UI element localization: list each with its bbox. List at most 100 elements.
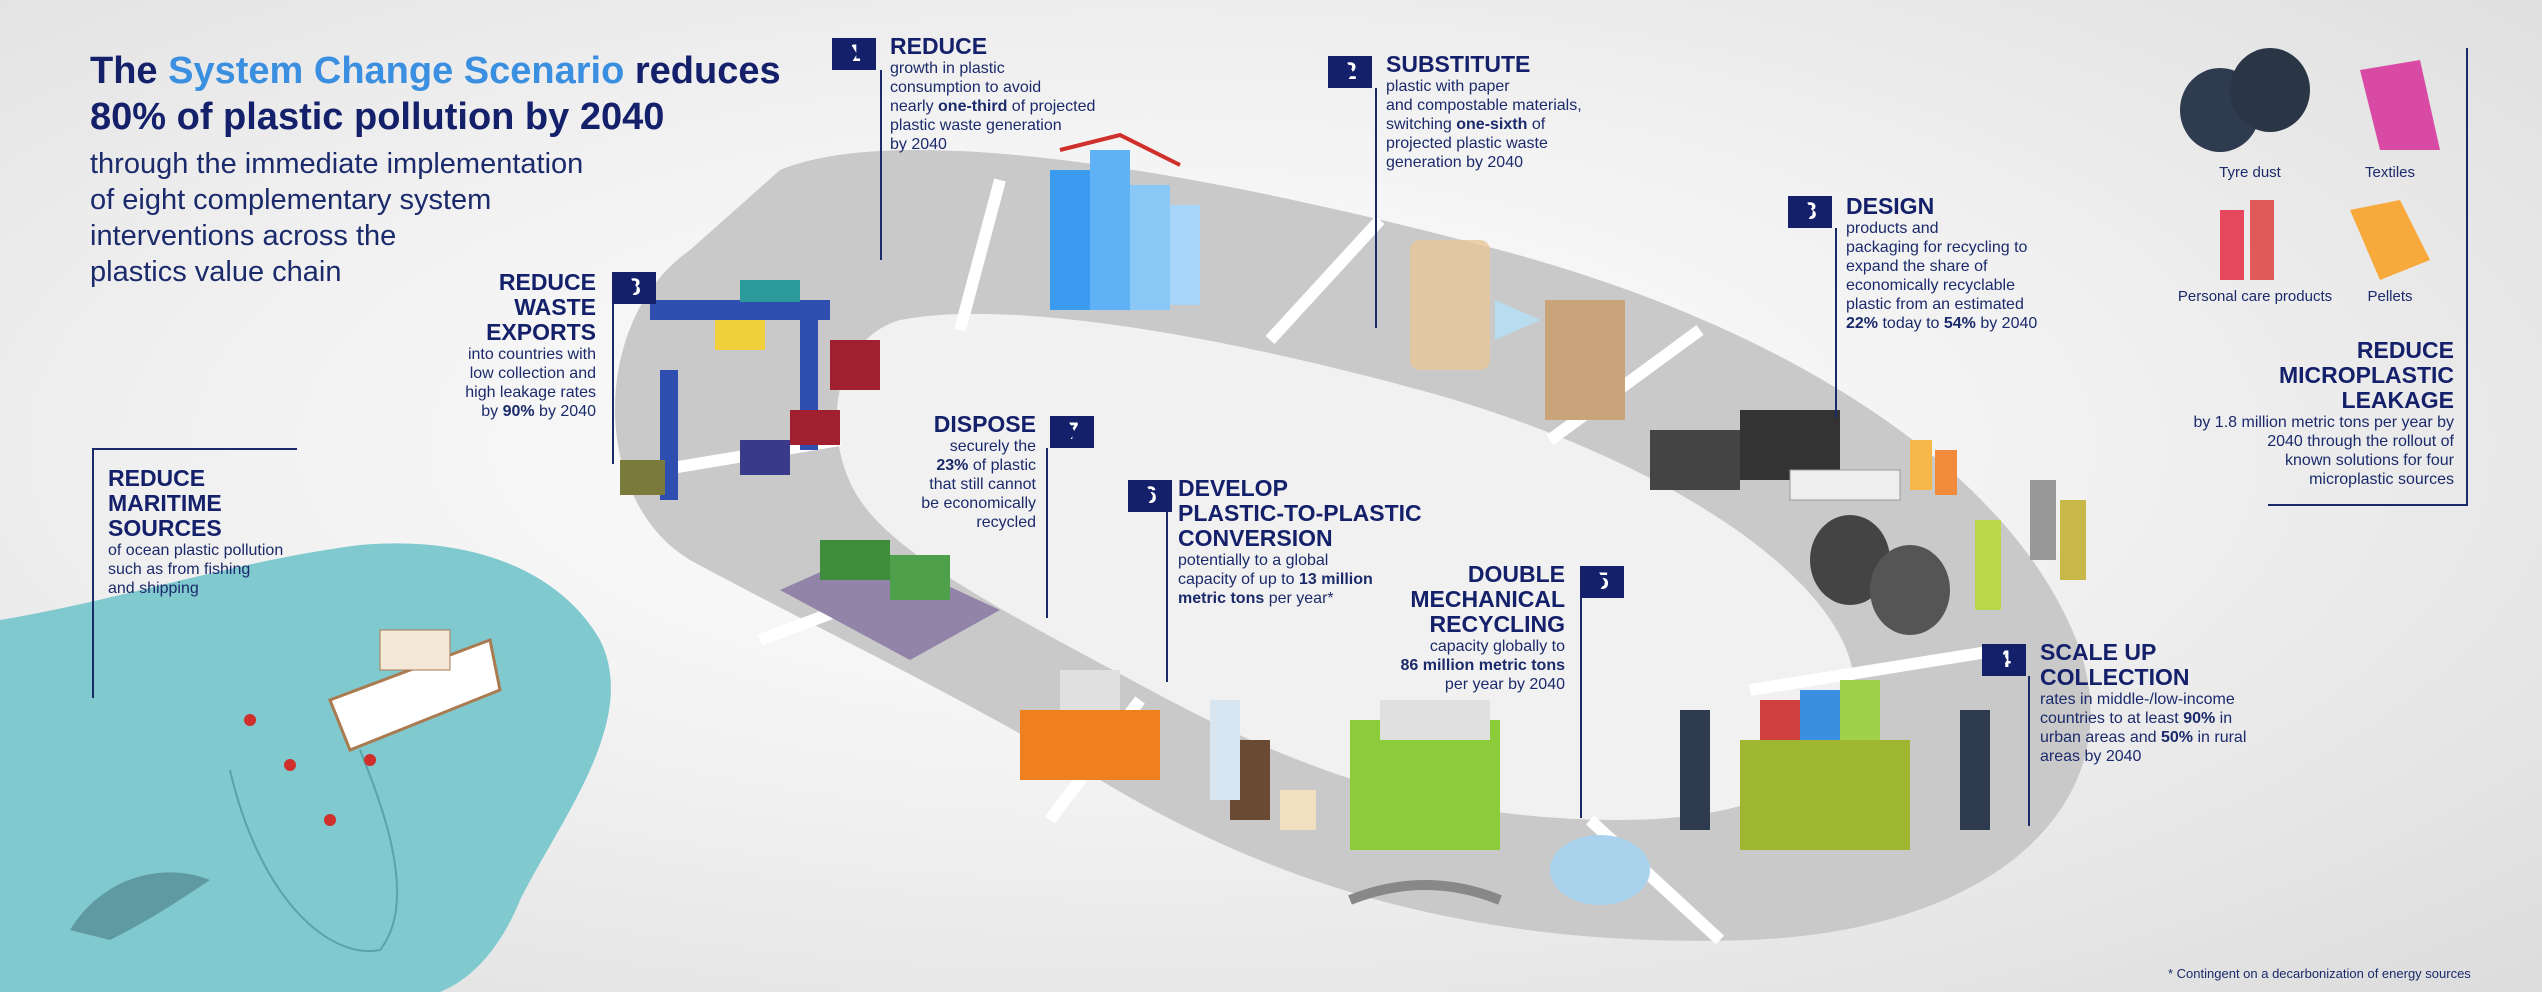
intervention-4-text: rates in middle-/low-income countries to… xyxy=(2040,690,2290,766)
intervention-recycling: DOUBLE MECHANICAL RECYCLING capacity glo… xyxy=(1330,562,1565,694)
mar-title1: REDUCE xyxy=(108,465,206,491)
t4-2: 90% xyxy=(2183,710,2216,727)
t1-4: of projected xyxy=(1007,98,1096,115)
intervention-1-text: growth in plastic consumption to avoid n… xyxy=(890,59,1120,154)
headline-block: The System Change Scenario reduces 80% o… xyxy=(90,48,810,290)
intervention-reduce: REDUCE growth in plastic consumption to … xyxy=(890,34,1120,154)
t5-0: capacity globally to xyxy=(1429,638,1565,655)
microplastic-text: by 1.8 million metric tons per year by 2… xyxy=(2160,413,2454,489)
intervention-7-title: DISPOSE xyxy=(933,411,1036,437)
collection-illustration xyxy=(1680,680,1990,850)
t5-2: per year by 2040 xyxy=(1444,676,1565,693)
t4-0: rates in middle-/low-income xyxy=(2040,691,2235,708)
design-illustration xyxy=(1650,410,2086,635)
t5-title3: RECYCLING xyxy=(1429,611,1565,637)
t2-0: plastic with paper xyxy=(1386,78,1510,95)
t2-6: generation by 2040 xyxy=(1386,154,1523,171)
mar-0: of ocean plastic pollution xyxy=(108,542,284,559)
intervention-collection: SCALE UP COLLECTION rates in middle-/low… xyxy=(2040,640,2290,766)
t5-title2: MECHANICAL xyxy=(1410,586,1565,612)
t6-0: potentially to a global xyxy=(1178,552,1329,569)
intervention-2-text: plastic with paper and compostable mater… xyxy=(1386,77,1626,172)
badge-7: 7 xyxy=(1050,416,1094,448)
subtitle-line-1: through the immediate implementation xyxy=(90,148,584,180)
badge-4: 4 xyxy=(1982,644,2026,676)
badge-3: 3 xyxy=(1788,196,1832,228)
leader-line-4 xyxy=(2028,676,2030,826)
intervention-3-title: DESIGN xyxy=(1846,193,1935,219)
source-tyre-dust: Tyre dust xyxy=(2219,164,2281,181)
t3-6: today to xyxy=(1878,315,1944,332)
t6-2: 13 million xyxy=(1298,571,1373,588)
source-personal-care: Personal care products xyxy=(2177,288,2333,305)
t8-3: by xyxy=(481,403,503,420)
intervention-1-title: REDUCE xyxy=(890,33,988,59)
intervention-conversion: DEVELOP PLASTIC-TO-PLASTIC CONVERSION po… xyxy=(1178,476,1448,608)
intervention-5-title: DOUBLE MECHANICAL RECYCLING xyxy=(1330,562,1565,637)
source-textiles: Textiles xyxy=(2364,164,2416,181)
t4-title1: SCALE UP xyxy=(2040,639,2157,665)
leader-line-2 xyxy=(1375,88,1377,328)
intervention-8-title: REDUCE WASTE EXPORTS xyxy=(400,270,596,345)
headline-title: The System Change Scenario reduces 80% o… xyxy=(90,48,810,140)
reduce-columns-illustration xyxy=(1050,132,1200,310)
mp-0: by 1.8 million metric tons per year by xyxy=(2193,414,2454,431)
intervention-5-text: capacity globally to 86 million metric t… xyxy=(1330,637,1565,694)
t4-3: in xyxy=(2215,710,2233,727)
substitute-illustration xyxy=(1410,240,1625,420)
t1-0: growth in plastic xyxy=(890,60,1005,77)
t8-title1: REDUCE xyxy=(498,269,596,295)
t6-4: per year* xyxy=(1264,590,1334,607)
t7-0: securely the xyxy=(949,438,1036,455)
intervention-6-text: potentially to a global capacity of up t… xyxy=(1178,551,1448,608)
leader-line-7 xyxy=(1046,448,1048,618)
headline-suffix: reduces xyxy=(624,50,781,92)
t4-6: in rural xyxy=(2193,729,2247,746)
t2-2: switching xyxy=(1386,116,1457,133)
t4-1: countries to at least xyxy=(2040,710,2184,727)
conversion-illustration xyxy=(1020,670,1316,830)
maritime-block: REDUCE MARITIME SOURCES of ocean plastic… xyxy=(108,466,348,598)
leader-line-6 xyxy=(1166,512,1168,682)
t3-2: expand the share of xyxy=(1846,258,1988,275)
intervention-8-text: into countries with low collection and h… xyxy=(400,345,596,421)
maritime-left-rule xyxy=(92,448,94,698)
maritime-text: of ocean plastic pollution such as from … xyxy=(108,541,348,598)
t3-5: 22% xyxy=(1846,315,1879,332)
intervention-exports: REDUCE WASTE EXPORTS into countries with… xyxy=(400,270,596,421)
microplastic-block: REDUCE MICROPLASTIC LEAKAGE by 1.8 milli… xyxy=(2160,338,2454,489)
maritime-illustration xyxy=(70,629,502,953)
t8-1: low collection and xyxy=(469,365,596,382)
t1-6: by 2040 xyxy=(890,136,947,153)
t1-5: plastic waste generation xyxy=(890,117,1062,134)
badge-8: 8 xyxy=(612,272,656,304)
leader-line-1 xyxy=(880,70,882,260)
microplastic-icons xyxy=(2180,48,2440,280)
intervention-7-text: securely the 23% of plastic that still c… xyxy=(830,437,1036,532)
t8-title2: WASTE xyxy=(514,294,596,320)
t5-1: 86 million metric tons xyxy=(1400,657,1565,674)
t3-0: products and xyxy=(1846,220,1939,237)
t7-2: of plastic xyxy=(968,457,1036,474)
mp-3: microplastic sources xyxy=(2309,471,2454,488)
t7-1: 23% xyxy=(936,457,969,474)
maritime-title: REDUCE MARITIME SOURCES xyxy=(108,466,348,541)
leader-line-5 xyxy=(1580,598,1582,818)
t6-title2: PLASTIC-TO-PLASTIC xyxy=(1178,500,1422,526)
t7-3: that still cannot xyxy=(929,476,1036,493)
t2-3: one-sixth xyxy=(1456,116,1528,133)
badge-1: 1 xyxy=(832,38,876,70)
subtitle-line-4: plastics value chain xyxy=(90,256,342,288)
t4-title2: COLLECTION xyxy=(2040,664,2190,690)
intervention-6-title: DEVELOP PLASTIC-TO-PLASTIC CONVERSION xyxy=(1178,476,1448,551)
t8-5: by 2040 xyxy=(534,403,596,420)
t2-1: and compostable materials, xyxy=(1386,97,1582,114)
subtitle-line-3: interventions across the xyxy=(90,220,397,252)
mar-title2: MARITIME xyxy=(108,490,222,516)
footnote: * Contingent on a decarbonization of ene… xyxy=(2168,966,2471,981)
headline-subtitle: through the immediate implementation of … xyxy=(90,146,810,290)
microplastic-bottom-rule xyxy=(2268,504,2468,506)
t6-3: metric tons xyxy=(1178,590,1265,607)
headline-line2: 80% of plastic pollution by 2040 xyxy=(90,96,665,138)
